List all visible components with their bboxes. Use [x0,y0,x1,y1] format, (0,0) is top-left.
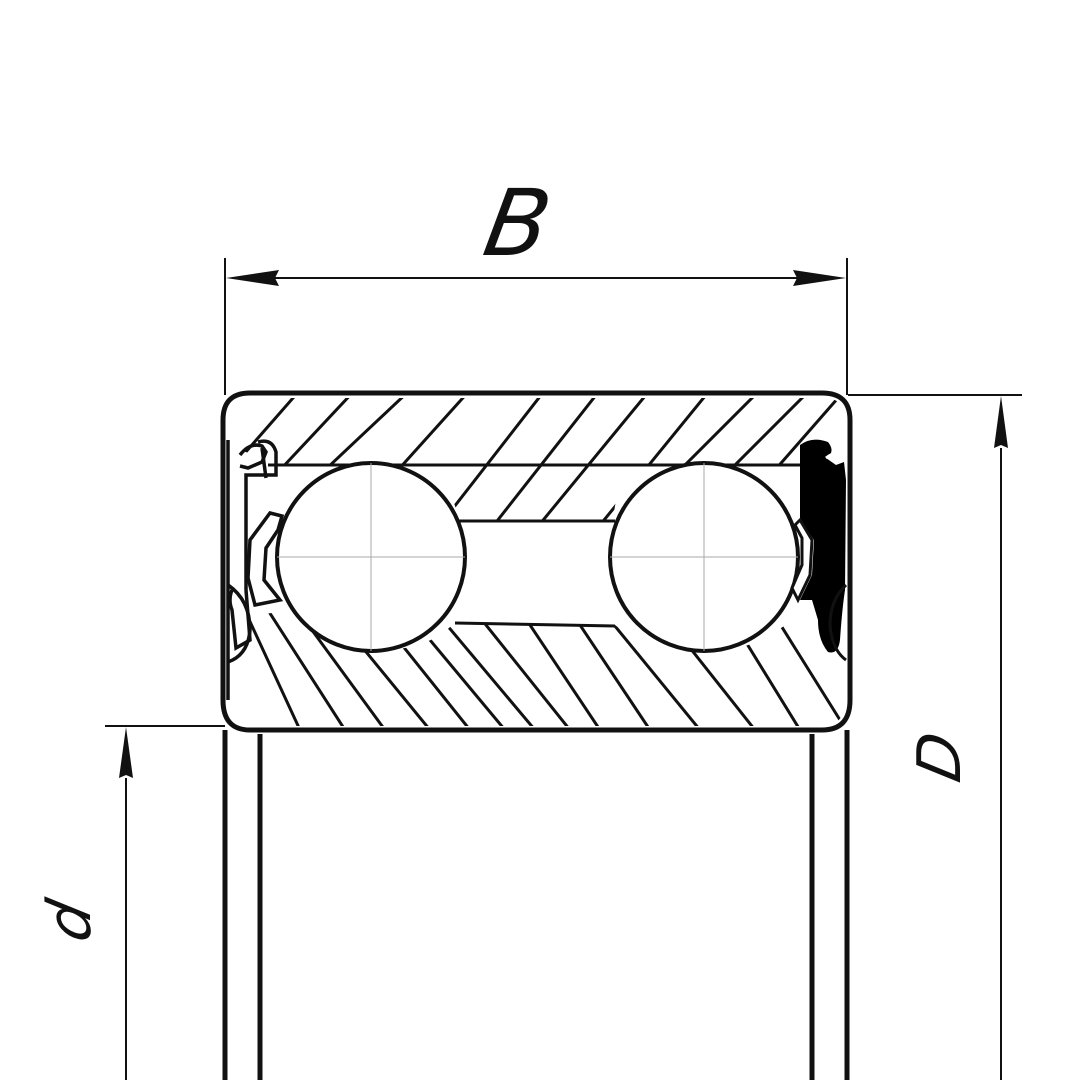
dimension-d [105,725,225,1080]
inner-ring-outer-edge [454,621,616,628]
dimension-B [224,258,848,395]
bearing-outline [220,390,853,1080]
ball-left [275,461,467,653]
seal-right [790,439,848,662]
seal-left [226,439,285,700]
dimension-D [848,394,1022,1080]
ball-right [608,461,800,653]
